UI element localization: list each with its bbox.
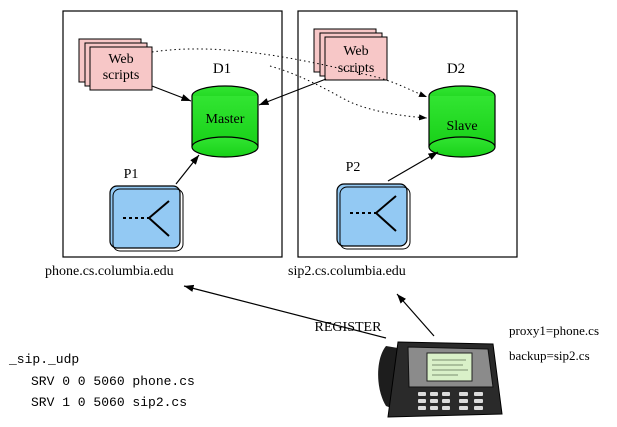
proxy-label-p1: P1 <box>124 167 139 182</box>
hostname-sip2: sip2.cs.columbia.edu <box>288 264 406 279</box>
web-scripts-stack-right: Web scripts <box>313 28 388 81</box>
database-label-d1: D1 <box>213 61 231 77</box>
replication-link-upper <box>151 48 428 98</box>
register-label: REGISTER <box>315 320 383 335</box>
register-arrow-sip2 <box>396 293 435 337</box>
register-arrow-phone <box>183 284 387 339</box>
right-scripts-to-master-arrow <box>258 78 327 106</box>
database-label-d2: D2 <box>447 61 465 77</box>
proxy-label-p2: P2 <box>346 160 361 175</box>
slave-label: Slave <box>446 119 477 134</box>
web-scripts-right-line2: scripts <box>338 61 375 76</box>
p2-to-slave-arrow <box>387 151 439 182</box>
web-scripts-right-line1: Web <box>343 44 368 59</box>
dns-record-name: _sip._udp <box>8 352 79 367</box>
web-scripts-left-line2: scripts <box>103 68 140 83</box>
host-box-phone <box>62 10 283 258</box>
p1-to-master-arrow <box>175 154 200 185</box>
master-label: Master <box>206 112 245 127</box>
master-database: Master <box>191 85 259 158</box>
dns-record-primary: SRV 0 0 5060 phone.cs <box>31 374 195 389</box>
left-scripts-to-master-arrow <box>151 85 192 102</box>
dns-record-backup: SRV 1 0 5060 sip2.cs <box>31 395 187 410</box>
proxy-p1 <box>109 185 184 252</box>
web-scripts-stack-left: Web scripts <box>78 38 153 91</box>
slave-database: Slave <box>428 85 496 158</box>
web-scripts-left-line1: Web <box>108 52 133 67</box>
hostname-phone: phone.cs.columbia.edu <box>45 264 174 279</box>
ip-phone-icon <box>378 341 503 418</box>
proxy-p2 <box>336 183 411 250</box>
host-box-sip2 <box>297 10 518 258</box>
phone-config-proxy1: proxy1=phone.cs <box>509 323 599 338</box>
phone-config-backup: backup=sip2.cs <box>509 348 590 363</box>
